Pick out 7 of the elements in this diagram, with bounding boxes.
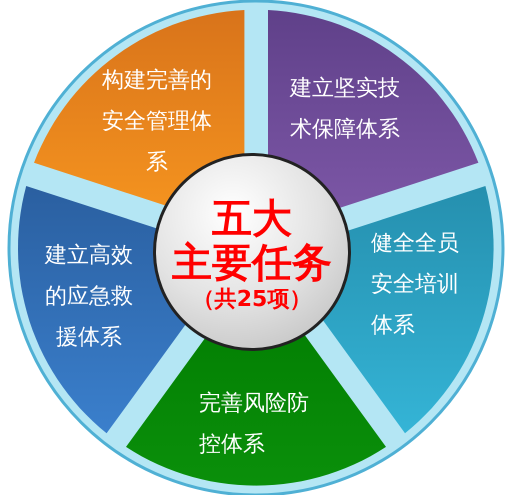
segment-label: 构建完善的安全管理体系: [100, 66, 213, 177]
segment-label: 健全全员安全培训体系: [370, 230, 460, 340]
segment-label: 完善风险防控体系: [198, 390, 310, 459]
segment-label: 建立高效的应急救援体系: [44, 242, 134, 352]
segment-label: 建立坚实技术保障体系: [290, 74, 401, 144]
center-subtitle: （共25项）: [192, 286, 312, 314]
center-title: 五大主要任务: [172, 197, 332, 285]
